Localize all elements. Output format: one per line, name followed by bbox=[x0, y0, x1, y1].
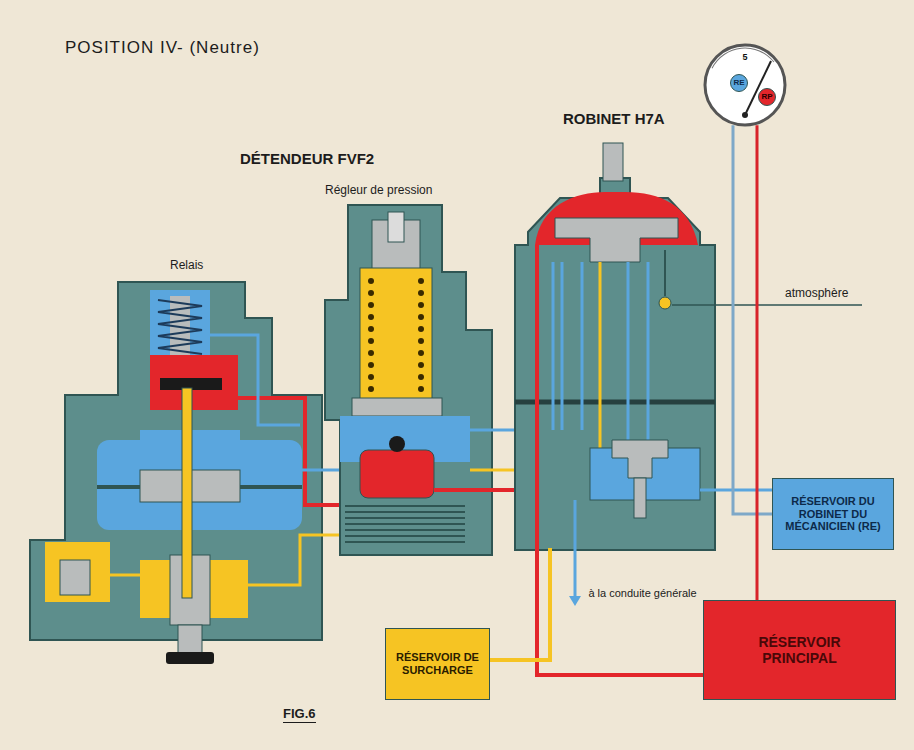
reservoir-box: RÉSERVOIR PRINCIPAL bbox=[703, 600, 896, 700]
driver-brake-valve-part bbox=[612, 440, 668, 478]
part-name: Régleur de pression bbox=[325, 183, 432, 197]
driver-brake-valve-part bbox=[581, 262, 584, 430]
assembly-name: DÉTENDEUR FVF2 bbox=[240, 150, 374, 168]
relay-valve-part bbox=[302, 469, 340, 472]
pressure-regulator-part bbox=[388, 212, 404, 242]
gauge-needle-marker: RE bbox=[730, 74, 748, 92]
relay-valve bbox=[30, 282, 360, 664]
driver-brake-valve-part bbox=[555, 218, 678, 262]
driver-brake-valve-part bbox=[647, 262, 650, 440]
pressure-regulator-part bbox=[360, 450, 434, 498]
pressure-regulator-part bbox=[345, 505, 465, 547]
driver-brake-valve-part bbox=[537, 245, 703, 675]
relay-valve-part bbox=[45, 542, 110, 602]
driver-brake-valve-part bbox=[634, 478, 646, 518]
driver-brake-valve-part bbox=[490, 548, 550, 660]
driver-brake-valve-part bbox=[515, 400, 715, 405]
gauge-scale bbox=[712, 48, 775, 69]
relay-valve-part bbox=[150, 355, 238, 410]
relay-valve-part bbox=[166, 652, 214, 664]
pressure-regulator-part bbox=[434, 488, 515, 492]
pressure-gauge: 5RE RP bbox=[703, 43, 787, 127]
gauge-face bbox=[705, 45, 785, 125]
port-name: à la conduite générale bbox=[585, 587, 700, 600]
pressure-regulator-part bbox=[470, 429, 515, 432]
gauge-hub bbox=[742, 112, 748, 118]
driver-brake-valve-part bbox=[672, 304, 862, 306]
driver-brake-valve-part bbox=[515, 178, 715, 550]
relay-valve-part bbox=[110, 574, 140, 577]
node-text: RÉSERVOIR DU ROBINET DU MÉCANICIEN (RE) bbox=[779, 495, 887, 533]
node-text: 5 bbox=[742, 52, 747, 62]
pressure-regulator-part bbox=[389, 436, 405, 452]
assembly-name: ROBINET H7A bbox=[563, 110, 665, 128]
node-text: RÉSERVOIR PRINCIPAL bbox=[734, 634, 865, 666]
driver-brake-valve-part bbox=[603, 143, 623, 181]
pressure-regulator-part bbox=[325, 205, 492, 555]
relay-valve-part bbox=[97, 440, 302, 530]
relay-valve-part bbox=[158, 300, 202, 354]
relay-valve-part bbox=[248, 535, 345, 585]
driver-brake-valve-part bbox=[599, 262, 602, 470]
driver-brake-valve-part bbox=[552, 262, 555, 430]
part-name: Relais bbox=[170, 258, 203, 272]
driver-brake-valve-part bbox=[664, 250, 666, 296]
node-text: RE bbox=[733, 78, 744, 87]
relay-valve-part bbox=[60, 560, 90, 595]
reservoir-box: RÉSERVOIR DE SURCHARGE bbox=[385, 628, 490, 700]
relay-valve-part bbox=[182, 388, 192, 598]
figure-title: POSITION IV- (Neutre) bbox=[65, 38, 260, 58]
reservoir-box: RÉSERVOIR DU ROBINET DU MÉCANICIEN (RE) bbox=[772, 478, 894, 550]
driver-brake-valve bbox=[490, 143, 862, 675]
pressure-regulator-part bbox=[352, 398, 442, 416]
driver-brake-valve-part bbox=[561, 262, 564, 430]
driver-brake-valve-part bbox=[569, 596, 581, 606]
port-name: atmosphère bbox=[785, 286, 848, 300]
node-text: RÉSERVOIR DE SURCHARGE bbox=[392, 651, 483, 676]
driver-brake-valve-part bbox=[700, 489, 772, 492]
air-pipe bbox=[756, 125, 759, 600]
driver-brake-valve-part bbox=[627, 262, 630, 440]
driver-brake-valve-part bbox=[574, 500, 577, 596]
node-text: RP bbox=[761, 92, 772, 101]
figure-caption: FIG.6 bbox=[283, 706, 316, 723]
pressure-regulator-part bbox=[360, 268, 432, 408]
air-pipe bbox=[733, 125, 772, 514]
driver-brake-valve-part bbox=[659, 297, 671, 309]
relay-valve-part bbox=[178, 625, 202, 653]
gauge-needle-marker: RP bbox=[758, 88, 776, 106]
pressure-regulator-part bbox=[366, 275, 426, 395]
relay-valve-part bbox=[210, 335, 300, 425]
